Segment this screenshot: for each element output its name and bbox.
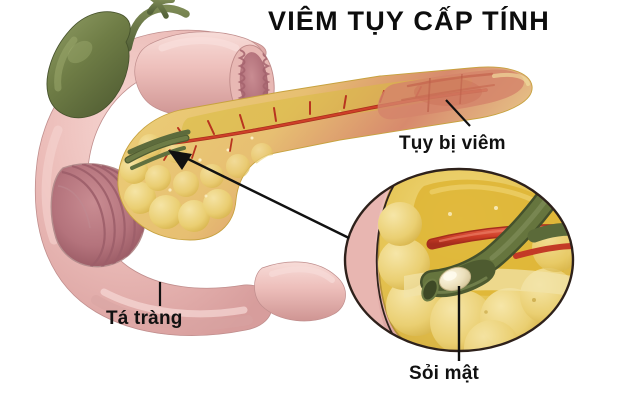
gallstone bbox=[438, 266, 472, 292]
inset-bile-duct bbox=[420, 174, 573, 302]
label-inflamed-pancreas: Tụy bị viêm bbox=[399, 133, 506, 154]
magnified-inset bbox=[343, 167, 575, 353]
pancreas-organ bbox=[117, 66, 533, 241]
page-title: VIÊM TỤY CẤP TÍNH bbox=[268, 6, 550, 36]
label-gallstone: Sỏi mật bbox=[409, 363, 480, 384]
leader-line-pancreas bbox=[445, 99, 471, 127]
pancreas-lobules bbox=[120, 110, 342, 232]
annotation-layer bbox=[158, 99, 471, 361]
bile-duct bbox=[124, 129, 191, 170]
pancreas-inflamed-tail bbox=[377, 69, 524, 120]
label-duodenum: Tá tràng bbox=[106, 308, 183, 329]
gallbladder-organ bbox=[46, 0, 190, 119]
arrow-to-pancreas-head bbox=[168, 150, 350, 240]
